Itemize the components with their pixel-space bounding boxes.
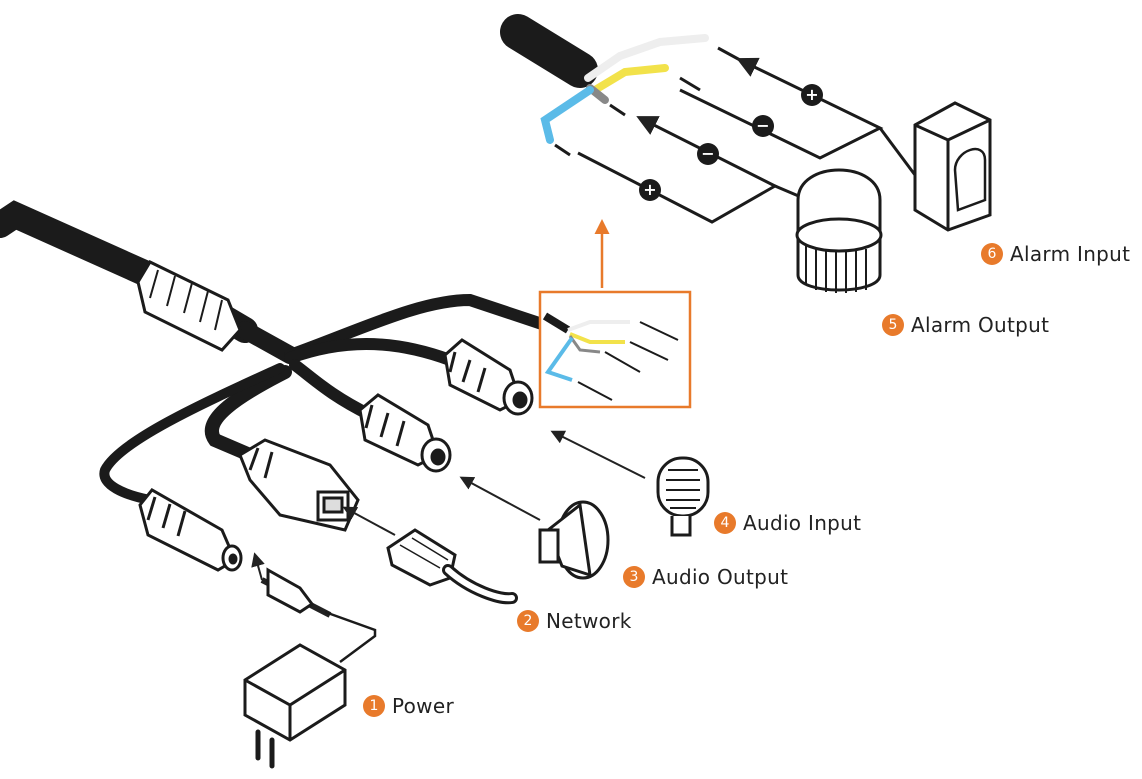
callout-label-power: Power — [392, 694, 454, 718]
callout-label-audio-input: Audio Input — [743, 511, 862, 535]
rca-connector-audio-input — [443, 338, 534, 416]
callout-label-alarm-output: Alarm Output — [911, 313, 1050, 337]
dc-power-jack — [138, 488, 243, 572]
network-port-housing — [238, 438, 360, 532]
callout-number-badge: 3 — [623, 566, 645, 588]
callout-number-badge: 6 — [981, 243, 1003, 265]
callout-audio-output: 3 Audio Output — [623, 565, 788, 589]
plus-terminal: + — [639, 179, 661, 201]
branch-cables — [99, 293, 566, 505]
callout-power: 1 Power — [363, 694, 454, 718]
svg-text:+: + — [643, 180, 656, 199]
power-adapter-icon — [243, 552, 377, 769]
callout-audio-input: 4 Audio Input — [714, 511, 861, 535]
callout-number-badge: 1 — [363, 695, 385, 717]
minus-terminal: − — [697, 143, 719, 165]
plus-terminal: + — [801, 84, 823, 106]
svg-text:−: − — [701, 144, 714, 163]
strobe-siren-icon — [795, 168, 883, 293]
speaker-icon — [459, 476, 610, 580]
svg-text:+: + — [805, 85, 818, 104]
microphone-icon — [550, 430, 710, 537]
motion-sensor-icon — [913, 101, 992, 232]
rca-connector-audio-output — [358, 393, 452, 473]
alarm-wiring: + − − + — [500, 14, 917, 224]
callout-alarm-output: 5 Alarm Output — [882, 313, 1049, 337]
cable-grommet — [136, 260, 242, 352]
callout-alarm-input: 6 Alarm Input — [981, 242, 1130, 266]
minus-terminal: − — [752, 115, 774, 137]
wire-detail-inset — [538, 219, 692, 409]
callout-label-network: Network — [546, 609, 632, 633]
callout-number-badge: 2 — [517, 610, 539, 632]
callout-number-badge: 4 — [714, 512, 736, 534]
callout-network: 2 Network — [517, 609, 632, 633]
rj45-plug-icon — [342, 506, 518, 605]
callout-label-audio-output: Audio Output — [652, 565, 789, 589]
callout-number-badge: 5 — [882, 314, 904, 336]
svg-text:−: − — [756, 116, 769, 135]
callout-label-alarm-input: Alarm Input — [1010, 242, 1131, 266]
